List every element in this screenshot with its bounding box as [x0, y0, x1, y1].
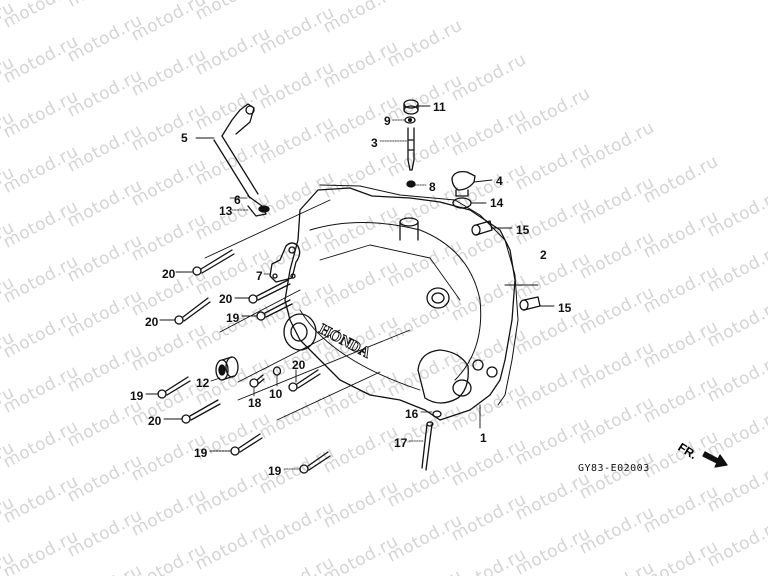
callout-14: 14: [490, 196, 504, 210]
callout-15a: 15: [516, 223, 530, 237]
front-direction-arrow: [702, 451, 728, 468]
dowel-pin-part-15a: [471, 220, 493, 236]
callout-1: 1: [480, 431, 487, 445]
callout-8: 8: [429, 180, 436, 194]
callout-2: 2: [540, 248, 547, 262]
crankcase-cover-part-1: [283, 187, 516, 421]
callout-7: 7: [256, 269, 263, 283]
callout-9: 9: [384, 114, 391, 128]
bolt-20b: [248, 279, 291, 304]
drawing-code: GY83-E02003: [578, 463, 650, 474]
callout-18: 18: [248, 396, 262, 410]
callout-20c: 20: [145, 315, 159, 329]
callout-10: 10: [269, 387, 283, 401]
oil-seal-part-12: [215, 356, 239, 381]
callout-20b: 20: [219, 292, 233, 306]
callout-4: 4: [496, 174, 503, 188]
callout-20d: 20: [292, 358, 306, 372]
callout-3: 3: [371, 136, 378, 150]
bracket-part-7: [269, 242, 301, 283]
dowel-pin-part-15b: [519, 296, 541, 311]
rod-part-3: [407, 127, 415, 171]
callout-16: 16: [405, 407, 419, 421]
callout-13: 13: [219, 204, 233, 218]
bolt-19b: [157, 376, 191, 399]
honda-emblem: HONDA: [316, 321, 373, 361]
bolt-20a: [192, 249, 235, 276]
shift-shaft-part-5: [195, 103, 267, 217]
nut-part-11: [403, 99, 419, 115]
callout-15b: 15: [558, 301, 572, 315]
callout-20e: 20: [148, 414, 162, 428]
hose-part-17: [421, 421, 434, 471]
callout-19d: 19: [268, 464, 282, 478]
callout-20a: 20: [162, 267, 176, 281]
bolt-19c: [230, 433, 263, 456]
oil-cap-part-4: [451, 170, 476, 197]
clip-part-16: [432, 410, 442, 418]
bolt-19d: [299, 451, 331, 474]
washer-part-9: [404, 116, 416, 124]
callout-12: 12: [196, 376, 210, 390]
seal-part-8: [406, 180, 416, 188]
bolt-20c: [174, 297, 211, 325]
callout-11: 11: [433, 100, 446, 114]
bolt-part-18: [249, 374, 265, 388]
callout-17: 17: [394, 436, 408, 450]
gasket-part-2: [319, 184, 519, 406]
o-ring-part-14: [452, 197, 472, 209]
callout-19a: 19: [226, 311, 240, 325]
callout-19c: 19: [194, 446, 208, 460]
bolt-20d: [288, 369, 321, 392]
bolt-20e: [181, 399, 221, 424]
callout-19b: 19: [130, 389, 144, 403]
callout-6: 6: [234, 193, 241, 207]
washer-part-10: [272, 366, 282, 376]
callout-5: 5: [181, 131, 188, 145]
